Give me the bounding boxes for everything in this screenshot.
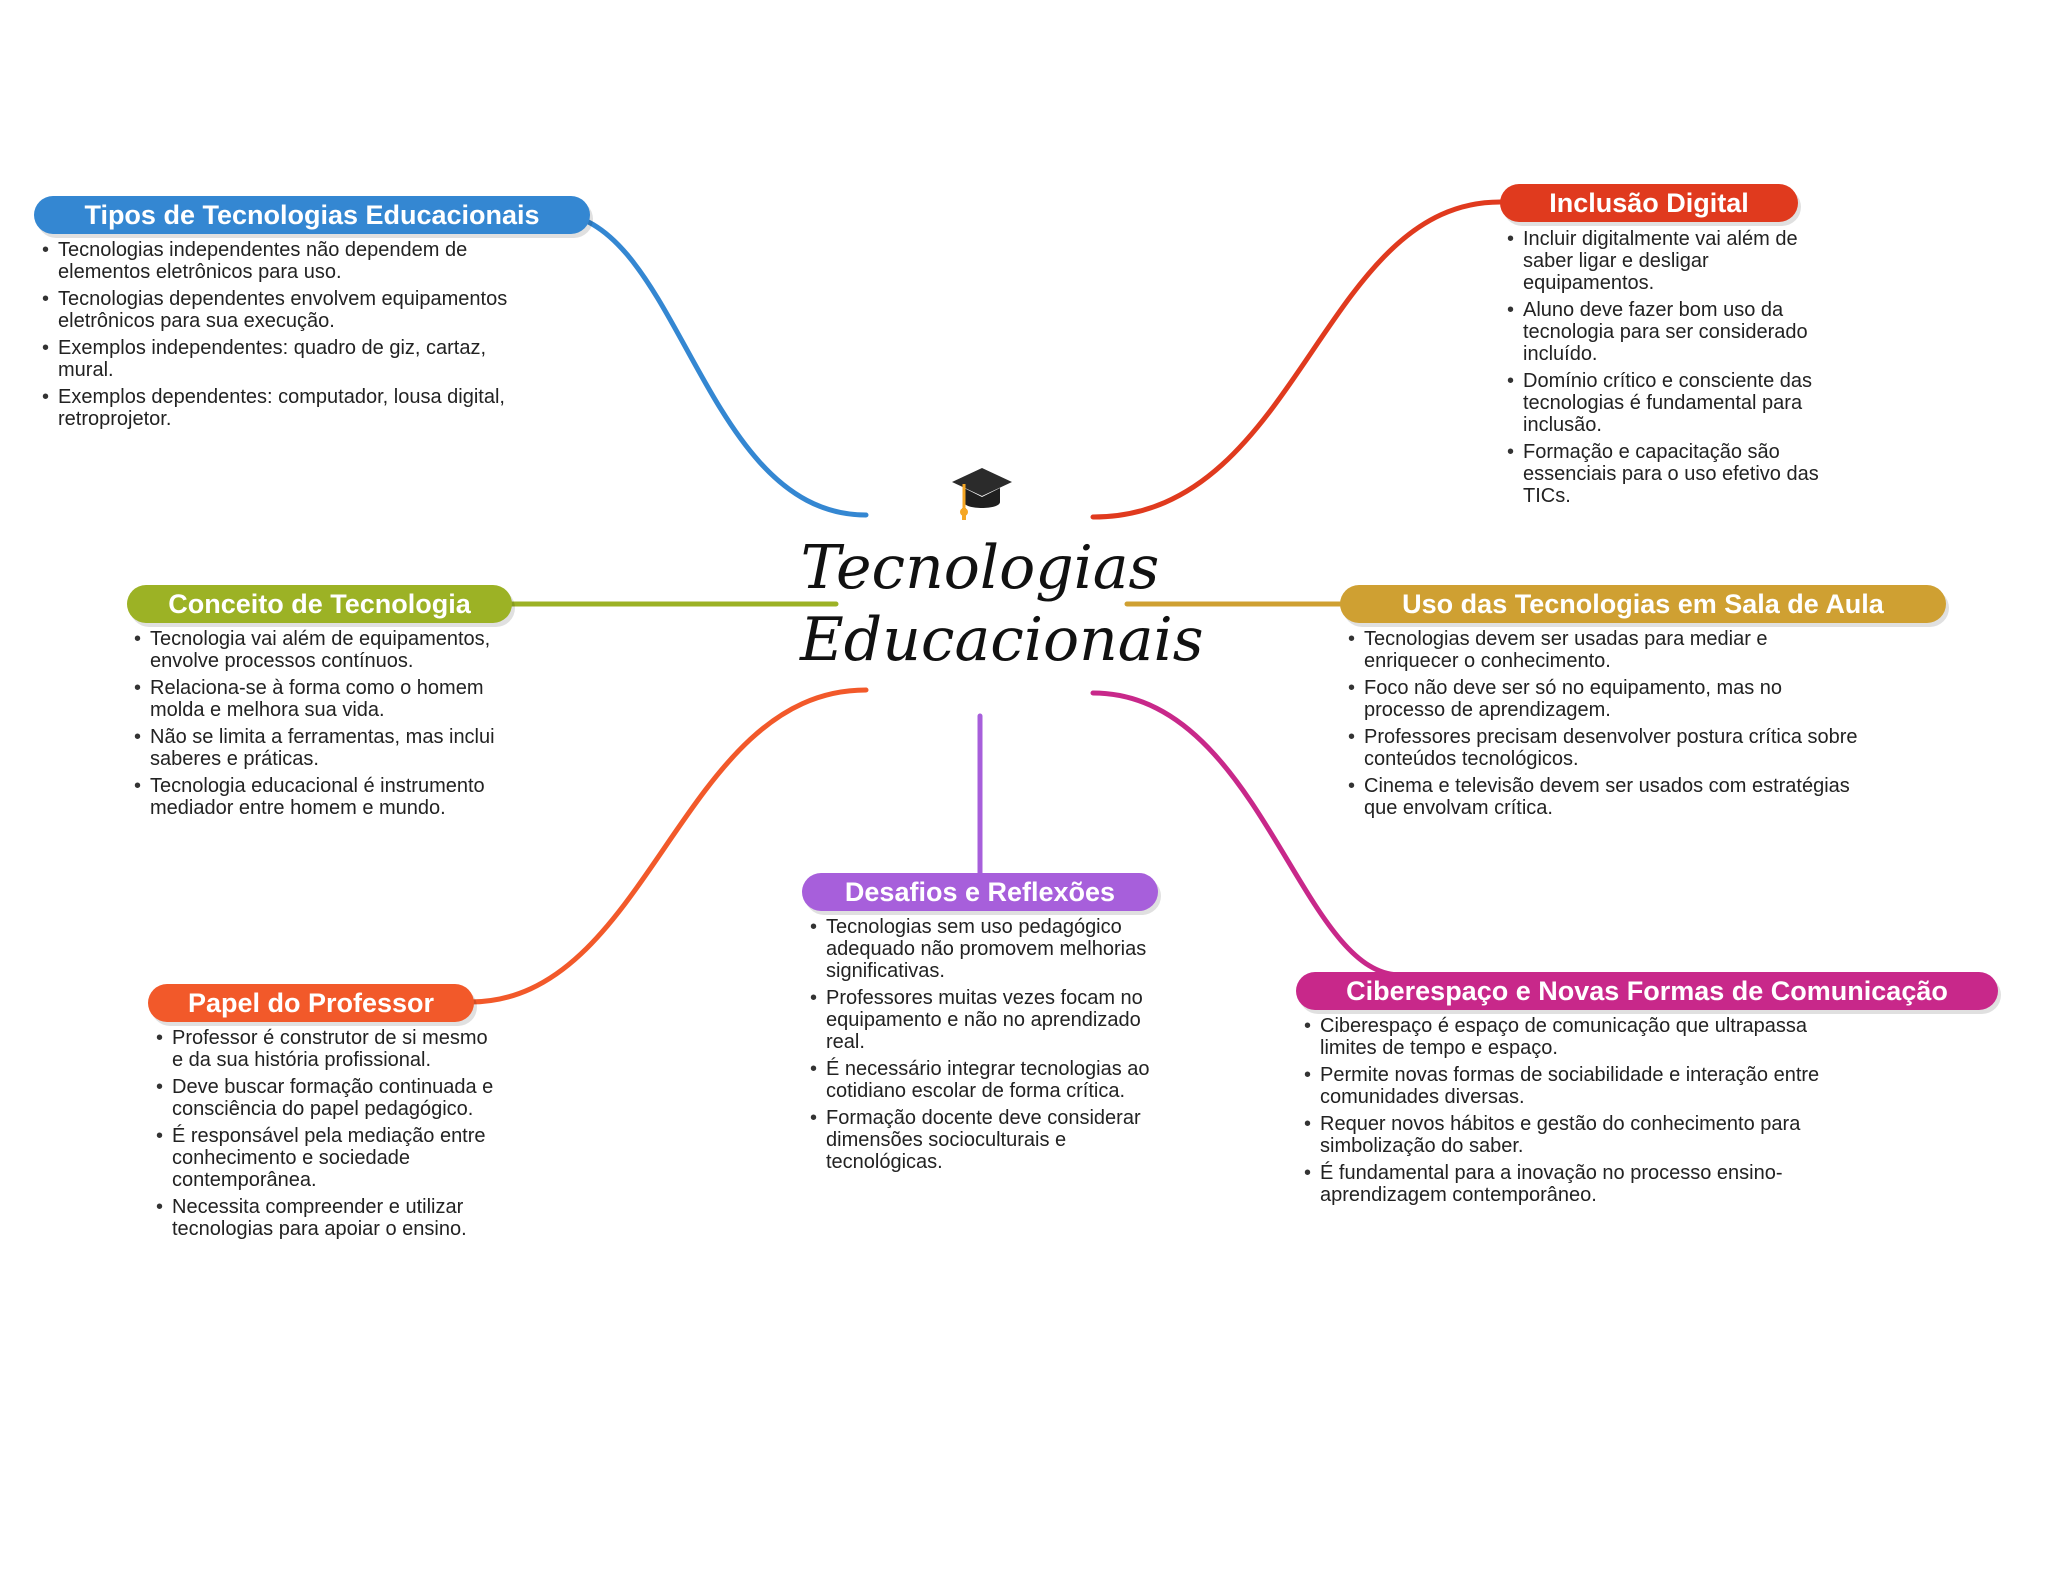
note-item: Foco não deve ser só no equipamento, mas… — [1346, 677, 1866, 721]
note-item: Tecnologia vai além de equipamentos, env… — [132, 628, 517, 672]
branch-title-inclusao[interactable]: Inclusão Digital — [1500, 184, 1798, 222]
branch-title-ciberespaco[interactable]: Ciberespaço e Novas Formas de Comunicaçã… — [1296, 972, 1998, 1010]
note-list-desafios: Tecnologias sem uso pedagógico adequado … — [808, 916, 1178, 1178]
note-item: Exemplos independentes: quadro de giz, c… — [40, 337, 540, 381]
note-item: Formação e capacitação são essenciais pa… — [1505, 441, 1830, 507]
central-title-line1: Tecnologias — [800, 533, 1160, 603]
note-item: Tecnologia educacional é instrumento med… — [132, 775, 517, 819]
note-item: Não se limita a ferramentas, mas inclui … — [132, 726, 517, 770]
note-item: Domínio crítico e consciente das tecnolo… — [1505, 370, 1830, 436]
note-item: Exemplos dependentes: computador, lousa … — [40, 386, 540, 430]
connector-inclusao — [1090, 199, 1503, 520]
graduation-cap-icon — [952, 468, 1012, 520]
note-item: Permite novas formas de sociabilidade e … — [1302, 1064, 1862, 1108]
note-item: Tecnologias sem uso pedagógico adequado … — [808, 916, 1178, 982]
connector-tipos — [549, 210, 869, 518]
note-item: Formação docente deve considerar dimensõ… — [808, 1107, 1178, 1173]
note-item: Deve buscar formação continuada e consci… — [154, 1076, 494, 1120]
note-list-papel: Professor é construtor de si mesmo e da … — [154, 1027, 494, 1245]
note-item: Relaciona-se à forma como o homem molda … — [132, 677, 517, 721]
branch-title-desafios[interactable]: Desafios e Reflexões — [802, 873, 1158, 911]
note-item: É fundamental para a inovação no process… — [1302, 1162, 1862, 1206]
note-item: Aluno deve fazer bom uso da tecnologia p… — [1505, 299, 1830, 365]
note-list-conceito: Tecnologia vai além de equipamentos, env… — [132, 628, 517, 824]
note-item: Necessita compreender e utilizar tecnolo… — [154, 1196, 494, 1240]
connector-papel — [467, 687, 869, 1005]
branch-title-uso[interactable]: Uso das Tecnologias em Sala de Aula — [1340, 585, 1946, 623]
note-item: Tecnologias independentes não dependem d… — [40, 239, 540, 283]
note-list-tipos: Tecnologias independentes não dependem d… — [40, 239, 540, 435]
note-item: É responsável pela mediação entre conhec… — [154, 1125, 494, 1191]
branch-title-conceito[interactable]: Conceito de Tecnologia — [127, 585, 512, 623]
central-topic: Tecnologias Educacionais — [800, 462, 1204, 692]
note-item: Professores precisam desenvolver postura… — [1346, 726, 1866, 770]
branch-title-tipos[interactable]: Tipos de Tecnologias Educacionais — [34, 196, 590, 234]
note-item: Tecnologias devem ser usadas para mediar… — [1346, 628, 1866, 672]
central-title-line2: Educacionais — [800, 605, 1204, 675]
note-item: Professores muitas vezes focam no equipa… — [808, 987, 1178, 1053]
note-item: Incluir digitalmente vai além de saber l… — [1505, 228, 1830, 294]
note-item: É necessário integrar tecnologias ao cot… — [808, 1058, 1178, 1102]
note-list-inclusao: Incluir digitalmente vai além de saber l… — [1505, 228, 1830, 512]
note-item: Professor é construtor de si mesmo e da … — [154, 1027, 494, 1071]
note-item: Tecnologias dependentes envolvem equipam… — [40, 288, 540, 332]
note-item: Ciberespaço é espaço de comunicação que … — [1302, 1015, 1862, 1059]
central-title: Tecnologias Educacionais — [800, 532, 1204, 676]
note-list-ciberespaco: Ciberespaço é espaço de comunicação que … — [1302, 1015, 1862, 1211]
branch-title-papel[interactable]: Papel do Professor — [148, 984, 474, 1022]
note-item: Cinema e televisão devem ser usados com … — [1346, 775, 1866, 819]
note-list-uso: Tecnologias devem ser usadas para mediar… — [1346, 628, 1866, 824]
connector-ciberespaco — [1090, 690, 1403, 978]
note-item: Requer novos hábitos e gestão do conheci… — [1302, 1113, 1862, 1157]
